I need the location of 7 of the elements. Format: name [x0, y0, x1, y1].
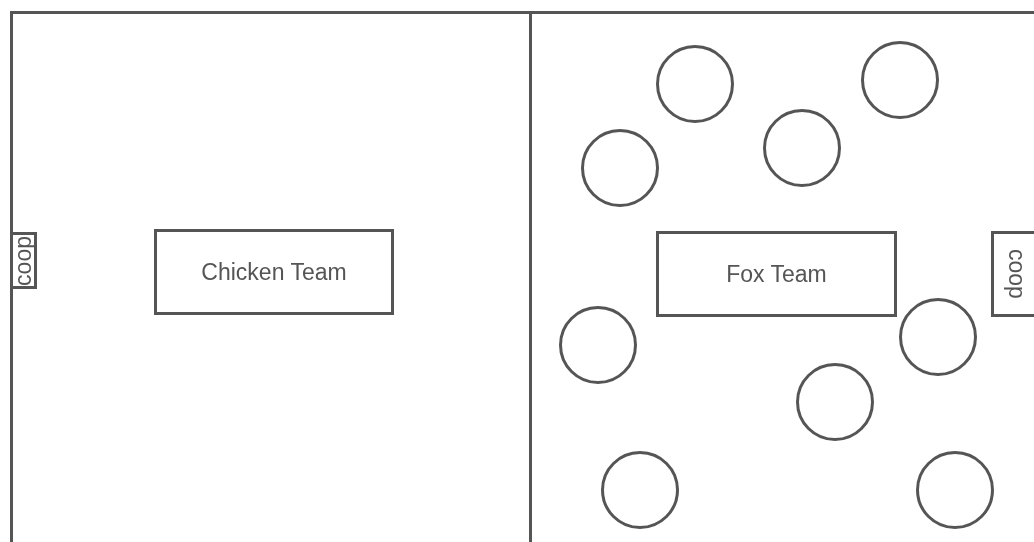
team-box — [154, 229, 394, 315]
team-label: Fox Team — [726, 260, 827, 288]
coop-label: coop — [10, 235, 37, 286]
team-label: Chicken Team — [201, 258, 347, 286]
coop-box — [991, 231, 1034, 317]
team-box — [656, 231, 897, 317]
coop-label: coop — [1002, 249, 1030, 299]
